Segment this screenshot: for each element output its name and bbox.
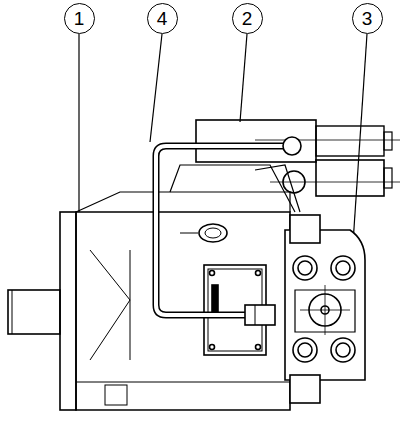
- callout-number: 3: [362, 9, 373, 28]
- control-valve: [196, 120, 316, 162]
- drive-shaft: [8, 290, 60, 334]
- callout-circle: 1: [64, 3, 95, 34]
- mounting-flange: [60, 212, 76, 410]
- callout-number: 4: [157, 9, 168, 28]
- pump-housing: [76, 212, 290, 410]
- callout-number: 1: [74, 9, 85, 28]
- callout-circle: 4: [147, 3, 178, 34]
- callout-number: 2: [242, 9, 253, 28]
- callout-circle: 3: [352, 3, 383, 34]
- end-cover: [285, 230, 365, 380]
- callout-circle: 2: [232, 3, 263, 34]
